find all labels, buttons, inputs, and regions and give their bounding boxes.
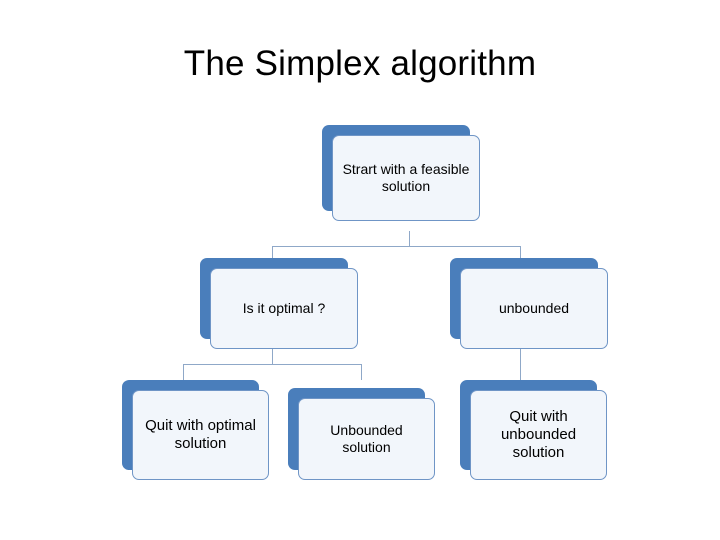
node-unbounded-solution[interactable]: Unbounded solution: [288, 388, 435, 480]
connector-unbounded-to-quit: [520, 349, 521, 380]
node-face: Unbounded solution: [298, 398, 435, 480]
node-face: Is it optimal ?: [210, 268, 358, 349]
node-start[interactable]: Strart with a feasible solution: [322, 125, 480, 221]
node-label: Strart with a feasible solution: [342, 161, 470, 194]
node-label: unbounded: [498, 300, 570, 317]
page-title: The Simplex algorithm: [183, 44, 537, 83]
node-face: Strart with a feasible solution: [332, 135, 480, 221]
connector-start-down: [409, 231, 410, 247]
node-quit-with-unbounded-solution[interactable]: Quit with unbounded solution: [460, 380, 607, 480]
node-quit-with-optimal-solution[interactable]: Quit with optimal solution: [122, 380, 269, 480]
node-unbounded[interactable]: unbounded: [450, 258, 608, 349]
node-label: Is it optimal ?: [242, 300, 326, 317]
node-face: Quit with unbounded solution: [470, 390, 607, 480]
connector-level2-horizontal: [183, 364, 361, 365]
node-is-it-optimal[interactable]: Is it optimal ?: [200, 258, 358, 349]
connector-to-quit-optimal: [183, 364, 184, 380]
node-label: Unbounded solution: [330, 422, 403, 455]
connector-to-unbounded: [520, 246, 521, 262]
node-face: unbounded: [460, 268, 608, 349]
connector-optimal-down: [272, 349, 273, 365]
connector-to-optimal: [272, 246, 273, 262]
node-label: Quit with optimal solution: [145, 417, 256, 452]
node-label: Quit with unbounded solution: [500, 408, 577, 461]
node-face: Quit with optimal solution: [132, 390, 269, 480]
connector-level1-horizontal: [272, 246, 520, 247]
connector-to-unbounded-solution: [361, 364, 362, 380]
